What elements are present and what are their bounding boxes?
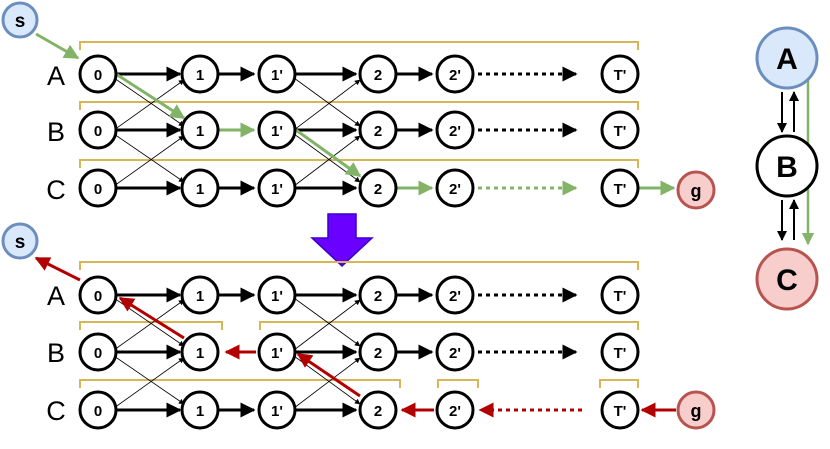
graph-node-c: C [755,247,819,311]
bottom-red-path [34,256,361,398]
bottom-b-node-2: 1' [271,345,283,362]
top-goal-label: g [691,181,702,201]
top-b-node-4: 2' [449,123,461,140]
top-b-node-0: 0 [94,123,102,140]
bottom-a-node-5: T' [614,288,627,305]
top-c-node-4: 2' [449,181,461,198]
bottom-a-node-2: 1' [271,288,283,305]
bottom-a-node-0: 0 [94,288,102,305]
top-b-node-1: 1 [196,123,204,140]
top-cross-edges [113,77,361,187]
bottom-b-node-4: 2' [449,345,461,362]
bottom-c-node-3: 2 [374,403,382,420]
top-green-path [35,32,362,178]
top-a-node-4: 2' [449,67,461,84]
bottom-c-node-5: T' [614,403,627,420]
top-row-label-a: A [47,61,65,91]
bottom-a-node-3: 2 [374,288,382,305]
bottom-start-label: s [15,232,26,253]
top-b-node-2: 1' [271,123,283,140]
bottom-c-node-2: 1' [271,403,283,420]
top-goal-node: g [676,170,716,210]
top-row-b-nodes [78,110,640,150]
top-a-node-0: 0 [94,67,102,84]
top-b-node-3: 2 [374,123,382,140]
transition-arrow-icon [310,213,374,268]
graph-node-a: A [755,26,819,90]
top-c-node-3: 2 [374,181,382,198]
top-row-label-b: B [47,117,65,147]
top-a-node-5: T' [614,67,627,84]
top-start-node: s [1,1,39,39]
bottom-brackets [79,261,639,388]
bottom-a-node-4: 2' [449,288,461,305]
bottom-c-node-0: 0 [94,403,102,420]
bottom-row-label-a: A [47,281,65,311]
bottom-c-node-4: 2' [449,403,461,420]
abc-graph: A B C [755,26,819,311]
graph-node-a-label: A [776,43,798,76]
graph-node-b: B [755,134,819,198]
top-c-node-0: 0 [94,181,102,198]
top-a-node-1: 1 [196,67,204,84]
top-row-label-c: C [46,175,66,205]
top-brackets [79,41,639,168]
bottom-row-label-b: B [47,338,65,368]
bottom-a-node-1: 1 [196,288,204,305]
top-c-node-1: 1 [196,181,204,198]
bottom-diagram: s g A B C 0 1 1' 2 2' T' 0 [1,222,716,430]
top-c-node-2: 1' [271,181,283,198]
bottom-goal-label: g [691,401,702,421]
bottom-b-node-3: 2 [374,345,382,362]
top-c-node-5: T' [614,181,627,198]
top-b-node-5: T' [614,123,627,140]
bottom-row-label-c: C [46,396,66,426]
top-diagram: s g A B C 0 1 1' 2 2' T' 0 [1,1,716,210]
top-row-c-nodes [78,168,640,208]
bottom-b-node-5: T' [614,345,627,362]
bottom-b-node-1: 1 [196,345,204,362]
top-start-label: s [15,11,26,32]
bottom-c-node-1: 1 [196,403,204,420]
bottom-start-node: s [1,222,39,260]
top-row-a-nodes [78,54,640,94]
graph-node-b-label: B [776,151,798,184]
top-a-node-3: 2 [374,67,382,84]
bottom-b-node-0: 0 [94,345,102,362]
bottom-goal-node: g [676,390,716,430]
graph-node-c-label: C [776,264,798,297]
top-a-node-2: 1' [271,67,283,84]
